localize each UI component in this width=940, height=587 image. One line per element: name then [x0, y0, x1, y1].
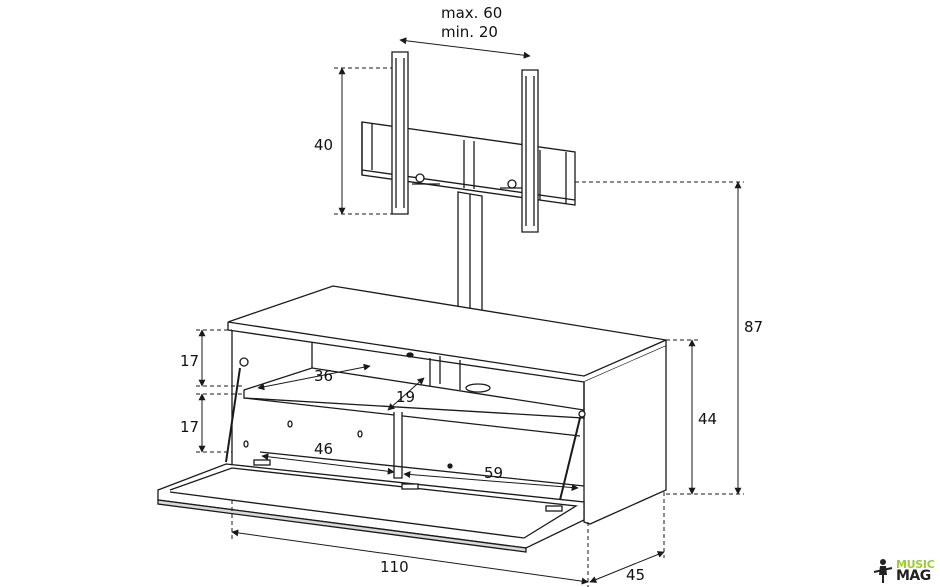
label-shelf-depth-top: 36 — [314, 367, 333, 385]
logo-word-music: MUSIC — [896, 558, 935, 571]
musicmag-logo: MUSIC MAG — [868, 556, 938, 586]
cabinet — [157, 285, 669, 553]
label-shelf-height-bottom: 17 — [180, 418, 199, 436]
label-shelf-depth-bottom: 46 — [314, 440, 333, 458]
guitarist-icon — [873, 559, 893, 583]
label-cabinet-height: 44 — [698, 410, 717, 428]
label-depth: 45 — [626, 566, 645, 584]
label-bracket-height: 40 — [314, 136, 333, 154]
dimension-labels: max. 60 min. 20 40 87 44 17 17 36 19 46 … — [180, 4, 763, 584]
logo-word-mag: MAG — [896, 568, 931, 584]
label-min-spacing: min. 20 — [441, 23, 498, 41]
tv-bracket — [361, 51, 576, 321]
label-divider-width: 19 — [396, 388, 415, 406]
dimension-lines — [196, 37, 744, 587]
label-total-height: 87 — [744, 318, 763, 336]
label-shelf-height-top: 17 — [180, 352, 199, 370]
label-shelf-width-right: 59 — [484, 464, 503, 482]
label-width: 110 — [380, 558, 409, 576]
label-max-spacing: max. 60 — [441, 4, 502, 22]
